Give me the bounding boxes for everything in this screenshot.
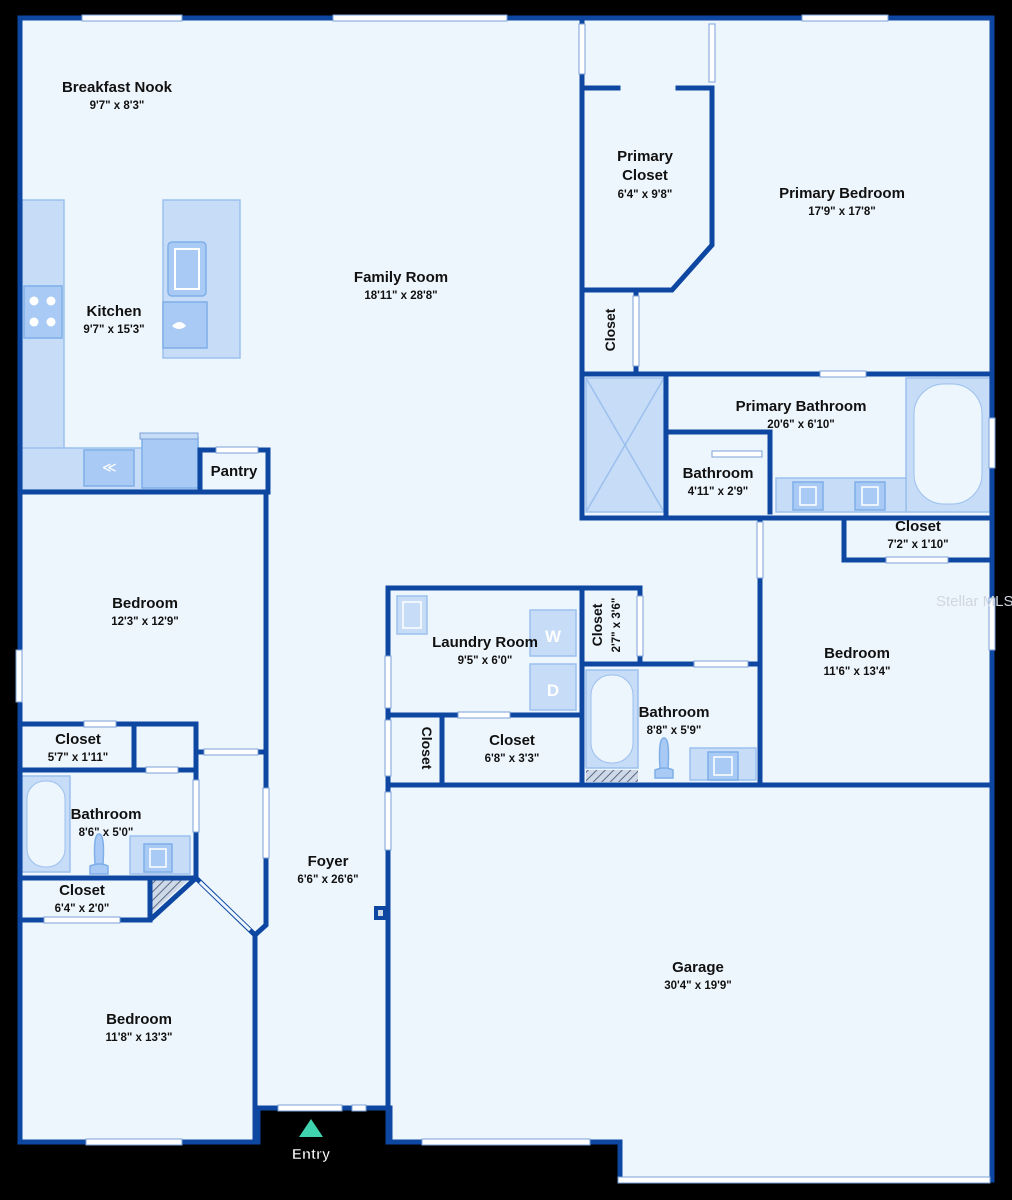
dryer-icon bbox=[529, 663, 577, 711]
room-name-family-room: Family Room bbox=[354, 269, 448, 286]
room-dim-laundry-room: 9'5" x 6'0" bbox=[458, 655, 513, 667]
room-name-closet-right: Closet bbox=[895, 518, 941, 535]
room-dim-foyer: 6'6" x 26'6" bbox=[297, 874, 358, 886]
room-dim-closet-left-lower: 6'4" x 2'0" bbox=[55, 903, 110, 915]
room-name-primary-closet-line1: Primary bbox=[617, 148, 674, 165]
room-name-closet-primary: Closet bbox=[602, 308, 618, 351]
hatched-area bbox=[150, 880, 188, 915]
room-name-bathroom-center: Bathroom bbox=[639, 704, 710, 721]
room-name-bedroom-upper-left: Bedroom bbox=[112, 595, 178, 612]
sink-icon bbox=[792, 481, 824, 511]
microwave-icon bbox=[83, 449, 135, 487]
room-dim-bathroom-center: 8'8" x 5'9" bbox=[647, 725, 702, 737]
toilet-icon bbox=[654, 737, 674, 779]
room-name-kitchen: Kitchen bbox=[86, 303, 141, 320]
sink-icon bbox=[854, 481, 886, 511]
windows bbox=[15, 14, 996, 1184]
washer-icon bbox=[529, 609, 577, 657]
bathtub-icon bbox=[590, 674, 634, 764]
room-name-garage: Garage bbox=[672, 959, 724, 976]
room-dim-closet-right: 7'2" x 1'10" bbox=[887, 539, 948, 551]
hatched-area bbox=[586, 770, 638, 782]
room-name-pantry: Pantry bbox=[211, 463, 258, 480]
room-name-primary-bedroom: Primary Bedroom bbox=[779, 185, 905, 202]
room-dim-breakfast-nook: 9'7" x 8'3" bbox=[90, 100, 145, 112]
dryer-label: D bbox=[547, 681, 559, 700]
room-name-bathroom-small: Bathroom bbox=[683, 465, 754, 482]
room-dim-primary-bedroom: 17'9" x 17'8" bbox=[808, 206, 876, 218]
left-bath-fixtures bbox=[21, 775, 191, 875]
room-name-bathroom-left: Bathroom bbox=[71, 806, 142, 823]
door-swing bbox=[198, 880, 252, 932]
room-name-closet-laundry: Closet bbox=[589, 603, 605, 646]
room-dim-bathroom-small: 4'11" x 2'9" bbox=[688, 486, 749, 498]
room-dim-closet-left-upper: 5'7" x 1'11" bbox=[48, 752, 109, 764]
room-dim-kitchen: 9'7" x 15'3" bbox=[83, 324, 144, 336]
sink-icon bbox=[707, 751, 739, 781]
room-dim-bedroom-lower-left: 11'8" x 13'3" bbox=[106, 1032, 173, 1044]
entry-label: Entry bbox=[292, 1146, 331, 1163]
room-dim-closet-center: 6'8" x 3'3" bbox=[485, 753, 540, 765]
room-name-closet-left-upper: Closet bbox=[55, 731, 101, 748]
sink-icon bbox=[143, 843, 173, 873]
bathroom-fixtures bbox=[585, 669, 757, 782]
toilet-icon bbox=[89, 833, 109, 875]
sink-icon bbox=[167, 241, 207, 297]
room-name-primary-bathroom: Primary Bathroom bbox=[736, 398, 867, 415]
room-name-laundry-room: Laundry Room bbox=[432, 634, 538, 651]
room-dim-garage: 30'4" x 19'9" bbox=[664, 980, 732, 992]
bathtub-icon bbox=[913, 383, 983, 505]
svg-text:≪: ≪ bbox=[102, 460, 117, 476]
washer-label: W bbox=[545, 627, 562, 646]
room-dim-primary-bathroom: 20'6" x 6'10" bbox=[767, 419, 835, 431]
room-dim-closet-laundry: 2'7" x 3'6" bbox=[611, 598, 623, 653]
cooktop-icon bbox=[23, 285, 63, 339]
room-dim-bedroom-right: 11'6" x 13'4" bbox=[824, 666, 891, 678]
entry-arrow-icon bbox=[299, 1119, 323, 1137]
watermark: Stellar MLS bbox=[936, 593, 1012, 610]
door-openings bbox=[43, 23, 949, 924]
room-name-bedroom-lower-left: Bedroom bbox=[106, 1011, 172, 1028]
room-dim-family-room: 18'11" x 28'8" bbox=[364, 290, 437, 302]
room-dim-primary-closet: 6'4" x 9'8" bbox=[618, 189, 673, 201]
room-name-primary-closet-line2: Closet bbox=[622, 167, 668, 184]
room-name-closet-center: Closet bbox=[489, 732, 535, 749]
room-name-closet-left-lower: Closet bbox=[59, 882, 105, 899]
room-dim-bathroom-left: 8'6" x 5'0" bbox=[79, 827, 134, 839]
kitchen-fixtures: ≪ bbox=[21, 199, 241, 491]
room-name-breakfast-nook: Breakfast Nook bbox=[62, 79, 173, 96]
refrigerator-icon bbox=[141, 437, 199, 489]
room-labels: Breakfast Nook 9'7" x 8'3" Kitchen 9'7" … bbox=[48, 79, 949, 1044]
bathtub-icon bbox=[26, 780, 66, 868]
room-dim-bedroom-upper-left: 12'3" x 12'9" bbox=[111, 616, 179, 628]
kitchen-counter bbox=[21, 199, 65, 491]
room-name-bedroom-right: Bedroom bbox=[824, 645, 890, 662]
room-name-foyer: Foyer bbox=[308, 853, 349, 870]
laundry-fixtures: W D bbox=[396, 595, 577, 711]
room-name-closet-vertical: Closet bbox=[419, 727, 435, 770]
